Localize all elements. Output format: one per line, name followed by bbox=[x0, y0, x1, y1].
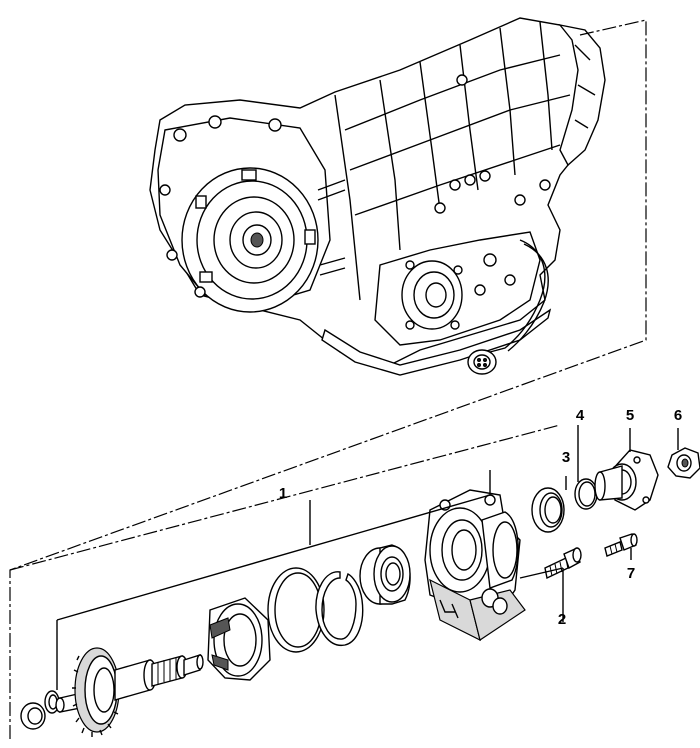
transmission-assembly bbox=[149, 17, 606, 376]
callout-2: 2 bbox=[558, 611, 566, 628]
o-ring-part-4 bbox=[574, 478, 598, 510]
bolt-part-2 bbox=[544, 547, 582, 580]
callout-numbers: 1 2 3 4 5 6 7 bbox=[279, 407, 682, 628]
callout-5: 5 bbox=[626, 407, 634, 424]
snap-ring-small bbox=[20, 690, 60, 730]
connector-plug bbox=[467, 349, 497, 375]
callout-3: 3 bbox=[562, 449, 570, 466]
leader-lines bbox=[56, 425, 679, 690]
assembly-boundary bbox=[9, 19, 647, 740]
flange-part-5 bbox=[594, 449, 659, 511]
torque-converter bbox=[181, 167, 319, 313]
circlip bbox=[315, 571, 364, 646]
callout-1: 1 bbox=[279, 485, 287, 502]
output-shaft-gear bbox=[55, 647, 204, 737]
callout-7: 7 bbox=[627, 565, 635, 582]
intermediate-housing bbox=[424, 489, 526, 642]
output-flange bbox=[401, 260, 463, 330]
seal-ring-part-3 bbox=[531, 487, 565, 533]
callout-4: 4 bbox=[576, 407, 585, 424]
screw-part-7 bbox=[604, 533, 638, 557]
nut-part-6 bbox=[667, 447, 700, 479]
bearing-retainer bbox=[207, 597, 271, 681]
o-ring-large bbox=[267, 567, 325, 653]
callout-6: 6 bbox=[674, 407, 682, 424]
bearing bbox=[359, 544, 411, 605]
